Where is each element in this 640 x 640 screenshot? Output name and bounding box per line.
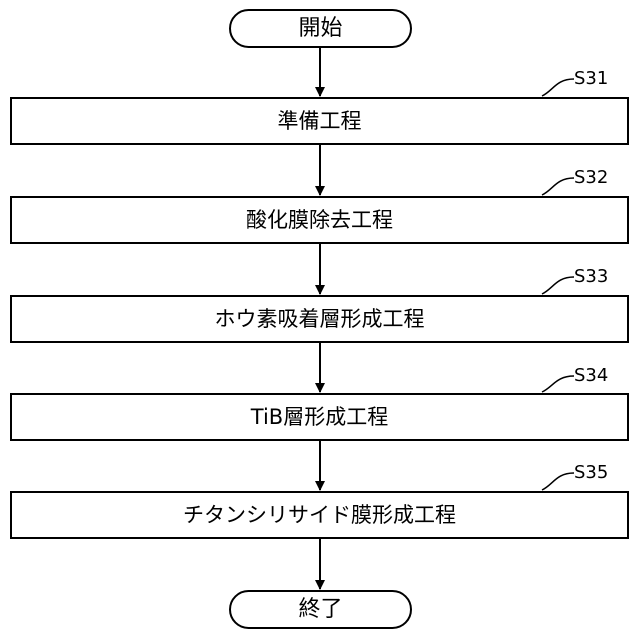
process-step-s33: ホウ素吸着層形成工程 bbox=[10, 295, 629, 343]
start-terminal: 開始 bbox=[229, 9, 412, 48]
process-step-label: ホウ素吸着層形成工程 bbox=[215, 309, 425, 330]
process-step-label: チタンシリサイド膜形成工程 bbox=[183, 505, 456, 526]
step-id-s35: S35 bbox=[574, 463, 636, 483]
process-step-label: 準備工程 bbox=[278, 111, 362, 132]
step-label-leader-s32 bbox=[542, 178, 574, 195]
process-step-label: TiB層形成工程 bbox=[251, 407, 388, 428]
step-id-s34: S34 bbox=[574, 366, 636, 386]
process-step-s34: TiB層形成工程 bbox=[10, 393, 629, 441]
start-terminal-label: 開始 bbox=[298, 18, 342, 40]
process-step-s35: チタンシリサイド膜形成工程 bbox=[10, 491, 629, 539]
step-label-leader-s31 bbox=[542, 79, 574, 96]
end-terminal: 終了 bbox=[229, 590, 412, 629]
process-step-s31: 準備工程 bbox=[10, 97, 629, 145]
step-label-leader-s34 bbox=[542, 376, 574, 392]
process-step-s32: 酸化膜除去工程 bbox=[10, 196, 629, 244]
step-label-leader-s35 bbox=[542, 473, 574, 490]
step-id-s32: S32 bbox=[574, 168, 636, 188]
step-id-s31: S31 bbox=[574, 69, 636, 89]
end-terminal-label: 終了 bbox=[298, 599, 342, 621]
step-label-leader-s33 bbox=[542, 277, 574, 294]
step-id-s33: S33 bbox=[574, 267, 636, 287]
process-step-label: 酸化膜除去工程 bbox=[246, 210, 393, 231]
